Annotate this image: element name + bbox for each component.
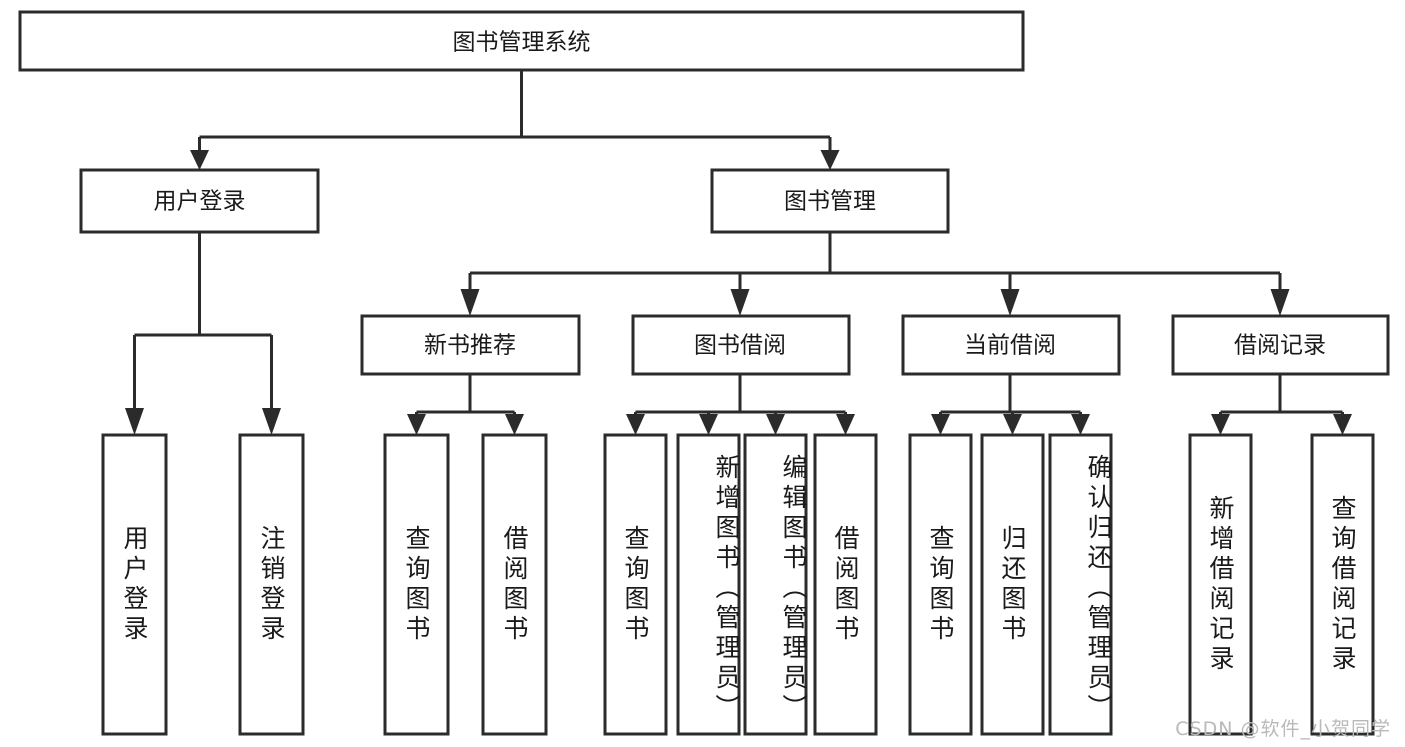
node-current-borrow[interactable]: 当前借阅 xyxy=(901,314,1121,376)
node-book-management-label: 图书管理 xyxy=(784,189,876,215)
leaf-box-logout[interactable] xyxy=(238,433,305,736)
arrow-root-to-user-login xyxy=(190,150,209,170)
node-borrow-record-label: 借阅记录 xyxy=(1234,333,1326,359)
node-user-login[interactable]: 用户登录 xyxy=(79,168,320,234)
arrow-record-leaf-2 xyxy=(1333,414,1352,435)
node-current-borrow-label: 当前借阅 xyxy=(964,333,1056,359)
arrow-record-leaf-1 xyxy=(1211,414,1230,435)
node-root-box[interactable] xyxy=(18,10,1025,72)
leaf-box-add-book-admin[interactable] xyxy=(676,433,741,736)
node-new-book-recommend[interactable]: 新书推荐 xyxy=(360,314,581,376)
arrow-userlogin-leaf-2 xyxy=(262,408,281,435)
arrow-root-to-book-mgmt xyxy=(820,150,840,170)
arrow-current-leaf-2 xyxy=(1003,414,1022,435)
node-root-label: 图书管理系统 xyxy=(453,30,591,56)
leaf-box-borrow-book-2[interactable] xyxy=(813,433,878,736)
connector-layer xyxy=(125,70,1352,435)
node-root[interactable]: 图书管理系统 xyxy=(18,10,1025,72)
node-book-borrow[interactable]: 图书借阅 xyxy=(631,314,851,376)
arrow-borrow-leaf-2 xyxy=(699,414,718,435)
arrow-current-leaf-3 xyxy=(1071,414,1090,435)
leaf-box-query-borrow-record[interactable] xyxy=(1310,433,1375,736)
node-user-login-label: 用户登录 xyxy=(154,189,246,215)
node-book-management[interactable]: 图书管理 xyxy=(710,168,950,234)
arrow-borrow-leaf-4 xyxy=(836,414,855,435)
arrow-userlogin-leaf-1 xyxy=(125,408,144,435)
arrow-current-leaf-1 xyxy=(931,414,950,435)
arrow-borrow-leaf-3 xyxy=(766,414,785,435)
node-current-borrow-box[interactable] xyxy=(901,314,1121,376)
leaf-box-query-book-2[interactable] xyxy=(603,433,668,736)
arrow-bookmgmt-to-current xyxy=(1000,289,1020,316)
leaf-box-add-borrow-record[interactable] xyxy=(1188,433,1253,736)
node-borrow-record-box[interactable] xyxy=(1171,314,1390,376)
node-book-borrow-box[interactable] xyxy=(631,314,851,376)
arrow-bookmgmt-to-newbook xyxy=(460,289,480,316)
leaf-box-layer xyxy=(101,433,1375,736)
leaf-box-return-book[interactable] xyxy=(980,433,1045,736)
arrow-newbook-leaf-1 xyxy=(407,414,426,435)
node-new-book-recommend-box[interactable] xyxy=(360,314,581,376)
node-book-management-box[interactable] xyxy=(710,168,950,234)
leaf-box-borrow-book-1[interactable] xyxy=(481,433,548,736)
node-user-login-box[interactable] xyxy=(79,168,320,234)
node-new-book-recommend-label: 新书推荐 xyxy=(424,333,516,359)
arrow-bookmgmt-to-record xyxy=(1270,289,1290,316)
leaf-box-confirm-return-admin[interactable] xyxy=(1048,433,1113,736)
leaf-box-query-book-3[interactable] xyxy=(908,433,973,736)
node-borrow-record[interactable]: 借阅记录 xyxy=(1171,314,1390,376)
arrow-borrow-leaf-1 xyxy=(626,414,645,435)
arrow-bookmgmt-to-borrow xyxy=(730,289,750,316)
node-book-borrow-label: 图书借阅 xyxy=(694,333,786,359)
leaf-box-edit-book-admin[interactable] xyxy=(743,433,808,736)
leaf-box-user-login[interactable] xyxy=(101,433,168,736)
csdn-watermark: CSDN @软件_小贺同学 xyxy=(1175,718,1391,740)
arrow-newbook-leaf-2 xyxy=(505,414,524,435)
leaf-box-query-book-1[interactable] xyxy=(383,433,450,736)
